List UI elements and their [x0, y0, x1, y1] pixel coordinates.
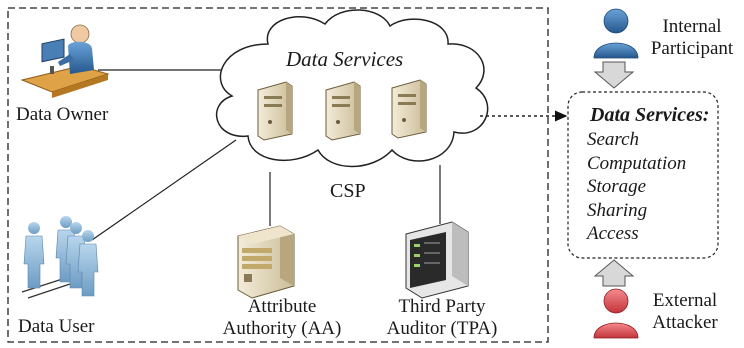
system-boundary: [7, 7, 549, 343]
services-item: Access: [587, 223, 639, 245]
user-group-icon: [21, 216, 99, 299]
user-link: [91, 139, 237, 241]
services-item: Storage: [587, 176, 647, 198]
aa-label: Attribute Authority (AA): [222, 296, 342, 339]
external-attacker-label: External Attacker: [652, 290, 718, 333]
person-icon: [593, 288, 639, 339]
services-item: Computation: [587, 152, 687, 174]
services-box: [567, 91, 719, 259]
data-owner-label: Data Owner: [16, 104, 109, 125]
services-list: Search Computation Storage Sharing Acces…: [587, 128, 686, 246]
server-tower-icon: [237, 225, 295, 299]
server-icon: [325, 81, 361, 141]
server-icon: [391, 79, 427, 139]
internal-participant-label: Internal Participant: [650, 16, 734, 59]
rack-server-icon: [405, 221, 469, 299]
person-icon: [593, 8, 639, 59]
server-icon: [257, 81, 293, 141]
tpa-label: Third Party Auditor (TPA): [386, 296, 498, 339]
external-arrow: [593, 259, 635, 287]
data-user-label: Data User: [18, 316, 95, 337]
cloud-title: Data Services: [286, 47, 404, 71]
services-item: Search: [587, 129, 640, 150]
internal-arrow: [593, 61, 635, 89]
person-at-desk-icon: [20, 24, 110, 98]
services-item: Sharing: [587, 199, 648, 221]
csp-label: CSP: [330, 180, 366, 202]
services-box-title: Data Services:: [590, 104, 710, 126]
